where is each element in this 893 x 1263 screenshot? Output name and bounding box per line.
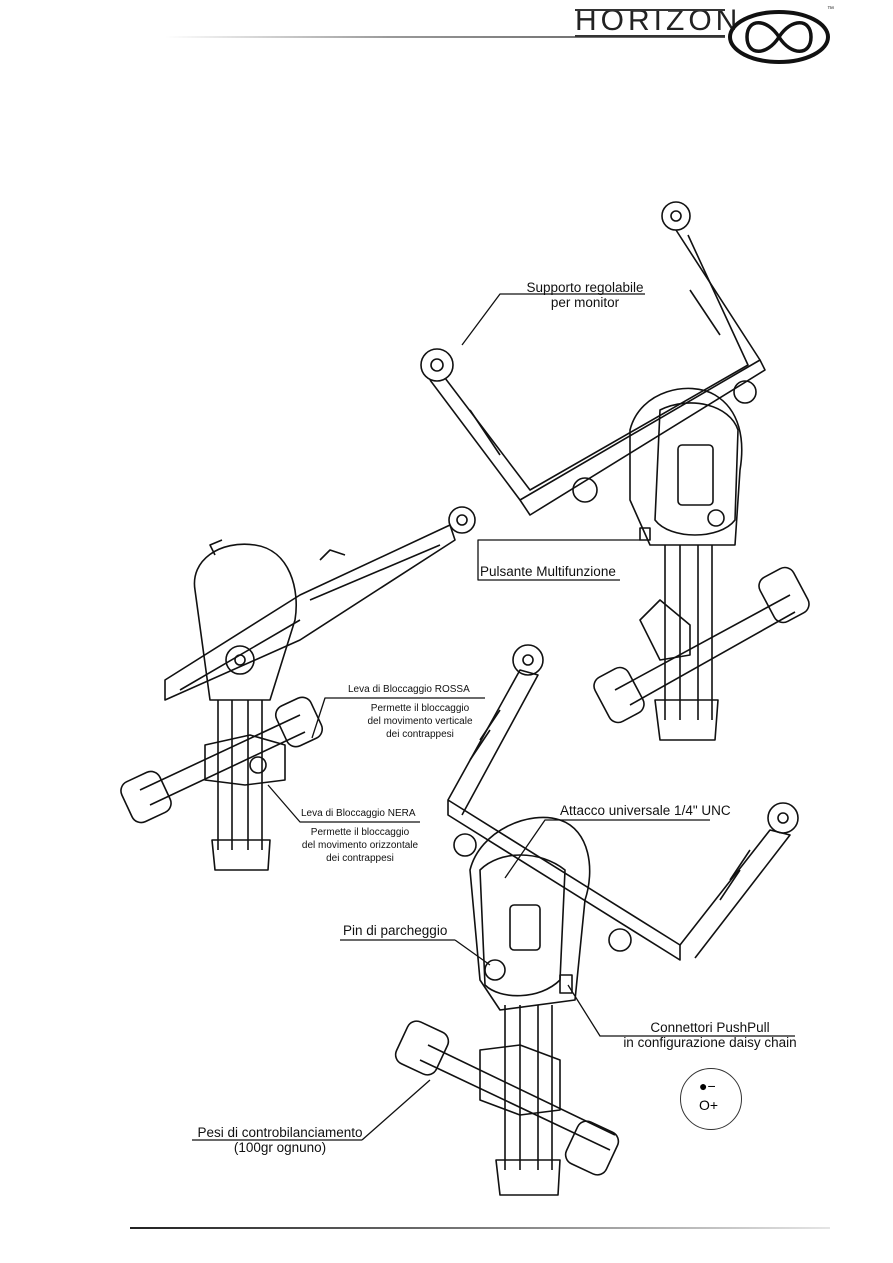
polarity-negative: ●− bbox=[699, 1078, 716, 1094]
black-lock-desc-line2: del movimento orizzontale bbox=[301, 840, 419, 851]
brand-name: HORIZON bbox=[575, 4, 742, 37]
red-lock-desc-line1: Permette il bloccaggio bbox=[370, 703, 470, 714]
trademark-symbol: ™ bbox=[827, 6, 834, 13]
counterweights-label: Pesi di controbilanciamento (100gr ognun… bbox=[185, 1125, 375, 1155]
red-lock-desc-line2: del movimento verticale bbox=[367, 716, 473, 727]
black-lock-desc-line1: Permette il bloccaggio bbox=[310, 827, 410, 838]
counterweights-line2: (100gr ognuno) bbox=[233, 1140, 327, 1155]
black-lock-desc-line3: dei contrappesi bbox=[326, 853, 394, 864]
red-lock-title: Leva di Bloccaggio ROSSA bbox=[348, 684, 470, 695]
leader-lines bbox=[192, 293, 795, 1141]
red-lock-description: Permette il bloccaggio del movimento ver… bbox=[345, 702, 495, 741]
monitor-support-line1: Supporto regolabile bbox=[526, 280, 644, 295]
black-lock-description: Permette il bloccaggio del movimento ori… bbox=[290, 826, 430, 865]
connector-polarity-diagram: ●− O+ bbox=[680, 1068, 742, 1130]
polarity-positive: O+ bbox=[699, 1097, 719, 1113]
infinity-logo-icon bbox=[728, 10, 830, 64]
multifunction-button-label: Pulsante Multifunzione bbox=[480, 564, 616, 579]
footer-rule bbox=[130, 1227, 830, 1229]
pushpull-line1: Connettori PushPull bbox=[650, 1020, 770, 1035]
black-lock-title: Leva di Bloccaggio NERA bbox=[301, 808, 416, 819]
monitor-support-line2: per monitor bbox=[550, 295, 620, 310]
top-unit-drawing bbox=[420, 201, 810, 741]
brand-logo: HORIZON ™ bbox=[575, 0, 893, 70]
parking-pin-label: Pin di parcheggio bbox=[343, 923, 448, 938]
header-rule bbox=[165, 36, 725, 38]
counterweights-line1: Pesi di controbilanciamento bbox=[197, 1125, 363, 1140]
left-unit-drawing bbox=[120, 506, 476, 871]
red-lock-desc-line3: dei contrappesi bbox=[386, 729, 454, 740]
monitor-support-label: Supporto regolabile per monitor bbox=[515, 280, 655, 310]
pushpull-label: Connettori PushPull in configurazione da… bbox=[600, 1020, 820, 1050]
universal-mount-label: Attacco universale 1/4" UNC bbox=[560, 803, 731, 818]
bottom-unit-drawing bbox=[394, 644, 799, 1196]
pushpull-line2: in configurazione daisy chain bbox=[623, 1035, 797, 1050]
